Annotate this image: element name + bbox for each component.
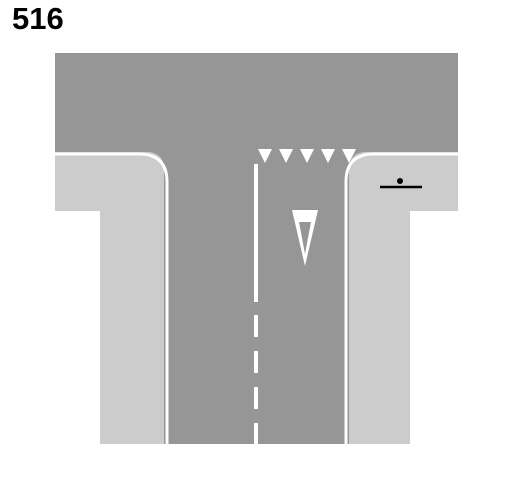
left-curb-line [55,152,169,444]
left-sidewalk [55,152,164,444]
give-way-symbol [292,210,318,266]
give-way-triangle [279,149,293,163]
right-sidewalk [349,152,458,444]
give-way-triangle [258,149,272,163]
right-curb-line [344,152,458,444]
sign-post-icon [380,178,422,189]
figure-number: 516 [12,1,64,36]
give-way-triangle [321,149,335,163]
give-way-triangle [300,149,314,163]
give-way-triangle [342,149,356,163]
give-way-line [258,149,356,163]
